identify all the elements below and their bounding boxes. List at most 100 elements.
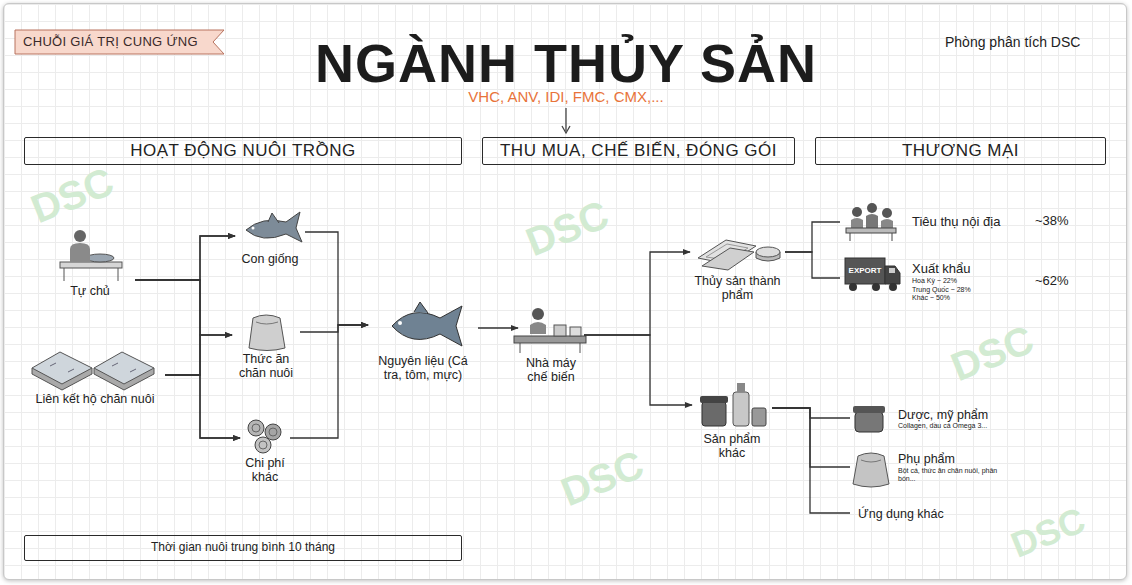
consumers-icon [852, 207, 862, 217]
flow-connector [135, 280, 232, 335]
stage-header: THU MUA, CHẾ BIẾN, ĐÓNG GÓI [482, 137, 795, 165]
node-subtext: Collagen, dầu cá Omega 3... [898, 422, 987, 430]
cosmetic-jar-icon [853, 406, 885, 432]
coins-icon [248, 420, 281, 453]
consumers-icon [851, 218, 863, 228]
truck-icon [872, 283, 880, 291]
node-text: Nguyên liệu (Cá tra, tôm, mực) [368, 354, 478, 383]
farmer-icon [118, 268, 119, 281]
byproduct-sack-icon [853, 453, 889, 487]
icon-node: Sản phẩm khác [692, 378, 772, 463]
icon-node: Nguyên liệu (Cá tra, tôm, mực) [368, 300, 478, 385]
consumers-icon [892, 233, 893, 241]
cosmetic-jar-icon [853, 406, 885, 413]
products-icon [702, 402, 726, 426]
fish-icon [398, 321, 402, 325]
stage-header: HOẠT ĐỘNG NUÔI TRỒNG [24, 137, 462, 165]
flow-connector [165, 335, 232, 375]
consumers-icon [866, 214, 878, 228]
pointer-arrow [565, 108, 566, 131]
node-text: THU MUA, CHẾ BIẾN, ĐÓNG GÓI [500, 141, 777, 161]
byproduct-sack-icon [853, 453, 889, 487]
pond-icon [32, 352, 154, 390]
node-subtext: Trung Quốc ~ 28% [912, 286, 971, 294]
flow-connector [772, 408, 850, 418]
pond-icon [94, 352, 154, 384]
truck-icon [885, 266, 900, 284]
factory-line-icon [514, 308, 586, 353]
node-subtext: Khác ~ 50% [912, 294, 950, 302]
market-node: Xuất khẩuHoa Kỳ ~ 22%Trung Quốc ~ 28%Khá… [840, 255, 1025, 310]
farmer-icon [70, 243, 90, 262]
icon-node: Chi phí khác [240, 416, 290, 487]
products-icon [700, 383, 766, 426]
farmer-icon [64, 268, 65, 281]
flow-connector [165, 375, 240, 438]
farmer-icon [74, 230, 86, 242]
truck-text: EXPORT [849, 266, 882, 275]
source-note: Phòng phân tích DSC [945, 34, 1080, 50]
coins-icon [255, 437, 271, 453]
fry-fish-icon [246, 212, 302, 242]
pond-icon [32, 352, 92, 384]
node-text: Thức ăn chăn nuôi [232, 352, 300, 381]
cosmetic-jar-icon [855, 412, 883, 432]
factory-line-icon [554, 325, 566, 336]
coins-icon [265, 424, 281, 440]
packaged-product-icon [698, 240, 780, 270]
node-text: Dược, mỹ phẩm [898, 408, 988, 422]
node-text: Xuất khẩu [912, 262, 971, 277]
fry-fish-icon [246, 212, 302, 242]
pointer-arrow [562, 108, 570, 133]
icon-node: Thức ăn chăn nuôi [232, 310, 300, 383]
watermark: DSC [1005, 499, 1091, 566]
watermark: DSC [24, 158, 120, 232]
flow-connector [290, 325, 368, 438]
consumers-icon [867, 203, 877, 213]
node-subtext: Bột cá, thức ăn chăn nuôi, phân bón... [898, 467, 998, 484]
consumers-icon [846, 203, 896, 241]
watermark: DSC [519, 191, 615, 265]
node-text: Ứng dụng khác [858, 507, 944, 521]
flow-connector [785, 222, 840, 252]
farmer-icon [86, 254, 114, 262]
consumers-icon [846, 228, 896, 233]
consumers-icon [850, 233, 851, 241]
node-subtext: Hoa Kỳ ~ 22% [912, 277, 957, 285]
icon-node: Thủy sản thành phẩm [690, 232, 785, 305]
stage-header: THƯƠNG MẠI [815, 137, 1106, 165]
market-node: Tiêu thụ nội địa [840, 203, 1025, 242]
flow-connector [300, 325, 368, 332]
flow-connector [584, 252, 690, 335]
icon-node: Tự chủ [45, 226, 135, 300]
flow-connector [135, 280, 240, 438]
feed-sack-icon [249, 315, 285, 351]
diagram-title: NGÀNH THỦY SẢN [315, 34, 817, 93]
truck-icon [845, 258, 885, 284]
icon-node: Con giống [235, 208, 305, 268]
factory-line-icon [514, 336, 586, 343]
factory-line-icon [532, 308, 544, 320]
fry-fish-icon [268, 213, 279, 223]
flow-connector [478, 327, 518, 328]
ribbon-shape [15, 30, 224, 54]
consumers-icon [881, 219, 893, 228]
flow-connector [772, 408, 850, 513]
watermark: DSC [554, 441, 650, 515]
flow-connector [772, 408, 850, 467]
product-node: Phụ phẩmBột cá, thức ăn chăn nuôi, phân … [850, 448, 1010, 488]
node-text: Tiêu thụ nội địa [912, 215, 1000, 230]
packaged-product-icon [756, 247, 780, 257]
node-text: THƯƠNG MẠI [902, 141, 1019, 161]
products-icon [752, 408, 766, 426]
node-text: CHUỖI GIÁ TRỊ CUNG ỨNG [23, 35, 198, 50]
consumers-icon [882, 208, 892, 218]
share-percent: ~62% [1035, 274, 1069, 289]
coins-icon [259, 441, 267, 449]
node-text: HOẠT ĐỘNG NUÔI TRỒNG [130, 141, 356, 161]
note-band: Thời gian nuôi trung bình 10 tháng [24, 535, 462, 561]
coins-icon [269, 428, 277, 436]
node-text: Con giống [242, 252, 299, 266]
truck-icon [845, 258, 900, 291]
icon-node: Nhà máy chế biến [518, 304, 584, 387]
